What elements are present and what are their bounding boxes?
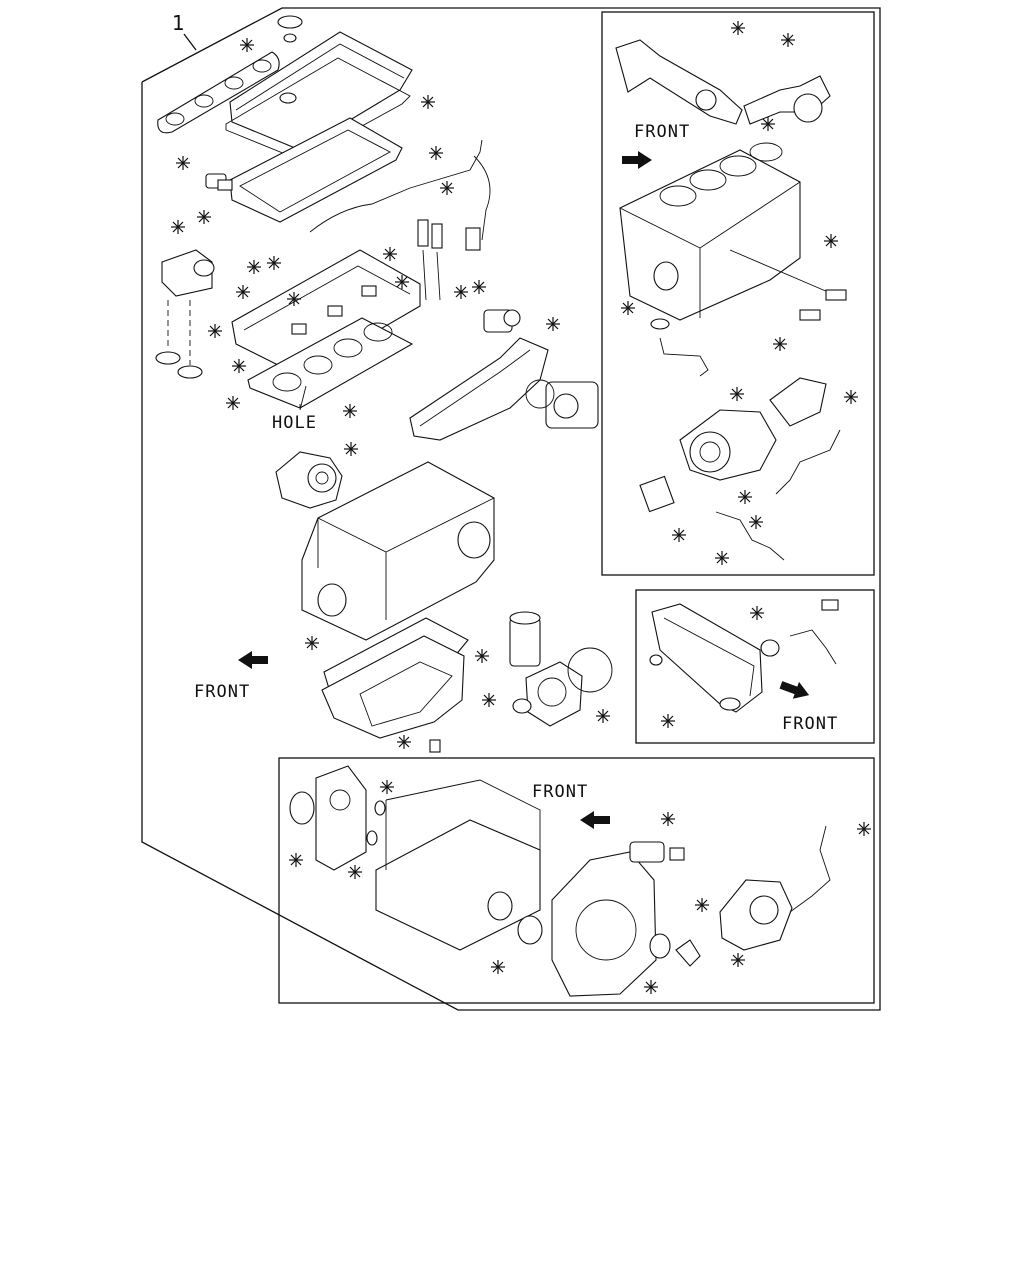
thermostat-housing bbox=[161, 249, 215, 297]
sensor-bracket bbox=[465, 227, 481, 251]
front-arrow-top-right-icon bbox=[622, 151, 652, 169]
front-oil-seal bbox=[289, 791, 315, 825]
front-arrow-mid-right-icon bbox=[777, 676, 813, 704]
o-ring-front-2 bbox=[366, 830, 378, 846]
cylinder-head-cover bbox=[229, 31, 413, 151]
exhaust-manifold-gasket bbox=[157, 51, 280, 134]
o-ring-filter bbox=[512, 698, 532, 714]
o-ring-cooler bbox=[760, 639, 780, 657]
front-label-bottom: FRONT bbox=[532, 782, 588, 802]
o-ring-left-1 bbox=[155, 351, 181, 365]
o-ring-flywheel bbox=[649, 933, 671, 959]
oil-pan bbox=[321, 635, 465, 739]
front-arrow-bottom-icon bbox=[580, 811, 610, 829]
harness-pipe bbox=[309, 139, 483, 233]
turbo-gasket bbox=[639, 475, 675, 513]
cylinder-head bbox=[231, 249, 421, 377]
oil-cooler-plate bbox=[651, 603, 763, 713]
o-ring-inset-1 bbox=[650, 318, 670, 330]
inset-front-cover bbox=[278, 757, 875, 1004]
hole-leader bbox=[299, 385, 307, 411]
oil-filler-cap bbox=[277, 15, 303, 43]
vacuum-pump-lead bbox=[789, 825, 831, 913]
item-number-leader bbox=[183, 33, 197, 51]
front-label-top-right: FRONT bbox=[634, 122, 690, 142]
inset-cylinder-block bbox=[619, 142, 801, 321]
cylinder-block bbox=[301, 461, 495, 641]
oil-pipe bbox=[659, 337, 709, 377]
rear-oil-seal bbox=[517, 915, 543, 945]
front-cover bbox=[315, 765, 367, 871]
o-ring-lower-cooler bbox=[719, 697, 741, 711]
o-ring-left-2 bbox=[177, 365, 203, 379]
item-number: 1 bbox=[172, 11, 185, 35]
o-ring-front-1 bbox=[374, 800, 386, 816]
flywheel-housing bbox=[551, 851, 657, 997]
sensor-upper-left bbox=[205, 173, 233, 191]
front-label-mid-right: FRONT bbox=[782, 714, 838, 734]
turbocharger bbox=[679, 377, 827, 481]
throttle-body bbox=[525, 379, 599, 429]
front-arrow-main-icon bbox=[238, 651, 268, 669]
water-pump bbox=[275, 451, 343, 509]
sensor-lead bbox=[473, 155, 491, 241]
inset-turbo-block bbox=[601, 11, 875, 576]
egr-cooler-pipes bbox=[615, 39, 831, 125]
cover-plate bbox=[675, 939, 701, 967]
cooler-bolt bbox=[821, 599, 839, 611]
front-label-main: FRONT bbox=[194, 682, 250, 702]
oil-filter bbox=[509, 611, 541, 667]
o-ring-small-cooler bbox=[649, 654, 663, 666]
injectors bbox=[417, 219, 443, 301]
cylinder-head-gasket bbox=[247, 317, 414, 409]
inset-cooler bbox=[635, 589, 875, 744]
head-cover-gasket bbox=[225, 57, 411, 161]
cooler-pipe bbox=[789, 629, 837, 665]
turbo-sensor-lead bbox=[775, 429, 841, 495]
bottom-cylinder-block bbox=[375, 779, 541, 951]
oil-pressure-switch bbox=[629, 841, 685, 863]
main-frame bbox=[141, 7, 881, 1011]
turbo-oil-pipe bbox=[715, 511, 785, 561]
egr-valve bbox=[483, 309, 521, 333]
intake-gasket-upper bbox=[229, 117, 403, 223]
bolt-1 bbox=[825, 289, 847, 301]
oil-filter-housing bbox=[525, 647, 613, 727]
bolt-2 bbox=[799, 309, 821, 321]
bolt-line bbox=[729, 249, 829, 293]
hole-label: HOLE bbox=[272, 413, 317, 433]
vacuum-pump bbox=[719, 879, 793, 951]
drain-plug bbox=[429, 739, 441, 753]
